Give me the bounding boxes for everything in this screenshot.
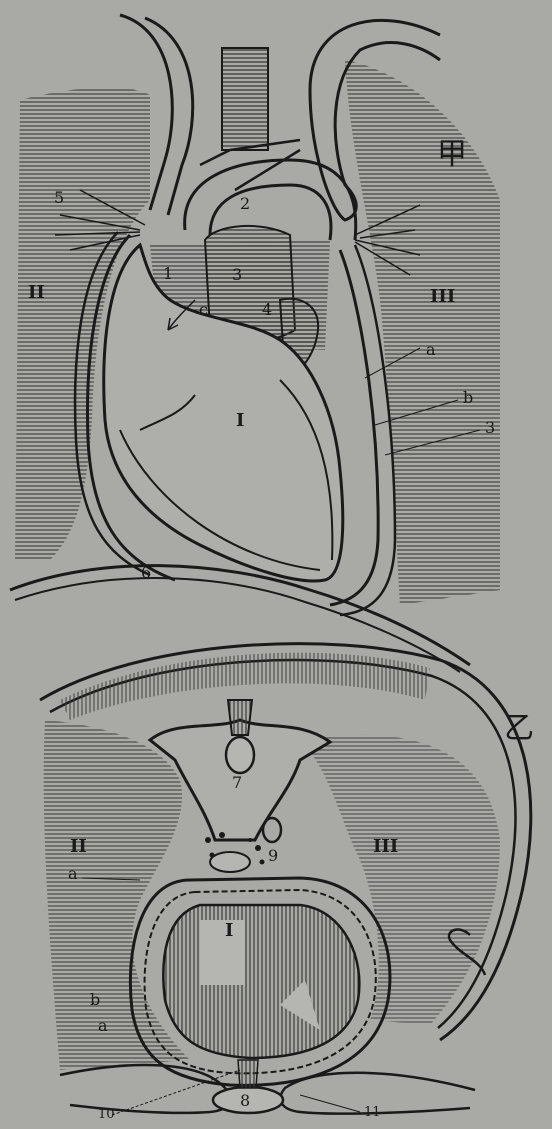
label-a-bottom: a xyxy=(68,866,78,882)
label-III-bottom: III xyxy=(373,838,398,856)
label-b-bottom: b xyxy=(90,992,100,1008)
label-8: 8 xyxy=(240,1093,250,1109)
label-2: 2 xyxy=(240,196,250,212)
mediastinum-stem xyxy=(238,1060,258,1088)
heart-section-lumen xyxy=(200,920,245,985)
trachea xyxy=(222,48,268,150)
label-I-bottom: I xyxy=(225,922,233,940)
top-right-lung-shading xyxy=(345,60,500,605)
label-9: 9 xyxy=(268,848,278,864)
label-II-bottom: II xyxy=(70,838,87,856)
label-10: 10 xyxy=(98,1108,115,1121)
label-11: 11 xyxy=(364,1106,381,1119)
label-5: 5 xyxy=(54,190,64,206)
label-II-top: II xyxy=(28,284,45,302)
label-a-top: a xyxy=(426,342,436,358)
spinal-canal xyxy=(226,737,254,773)
bottom-figure-title: 乙 xyxy=(504,714,534,744)
bottom-left-lung-shading xyxy=(44,720,190,1070)
aorta-section xyxy=(263,818,281,842)
label-3: 3 xyxy=(232,267,242,283)
label-4: 4 xyxy=(262,302,272,318)
label-b-top: b xyxy=(463,390,473,406)
label-7: 7 xyxy=(232,775,242,791)
label-III-top: III xyxy=(430,288,455,306)
arch-branch xyxy=(200,140,300,190)
label-I-top: I xyxy=(236,412,244,430)
heart-section xyxy=(163,905,359,1058)
top-figure-title: 甲 xyxy=(437,140,467,170)
label-3-right: 3 xyxy=(485,420,495,436)
label-c: c xyxy=(199,302,208,318)
label-a-bottom-2: a xyxy=(98,1018,108,1034)
bottom-figure xyxy=(40,644,531,1115)
esophagus xyxy=(210,852,250,872)
label-1: 1 xyxy=(163,266,173,282)
lower-fold-left xyxy=(60,1065,230,1113)
spinous-process xyxy=(228,700,252,735)
leader-11 xyxy=(300,1095,360,1112)
label-6: 6 xyxy=(141,565,151,581)
